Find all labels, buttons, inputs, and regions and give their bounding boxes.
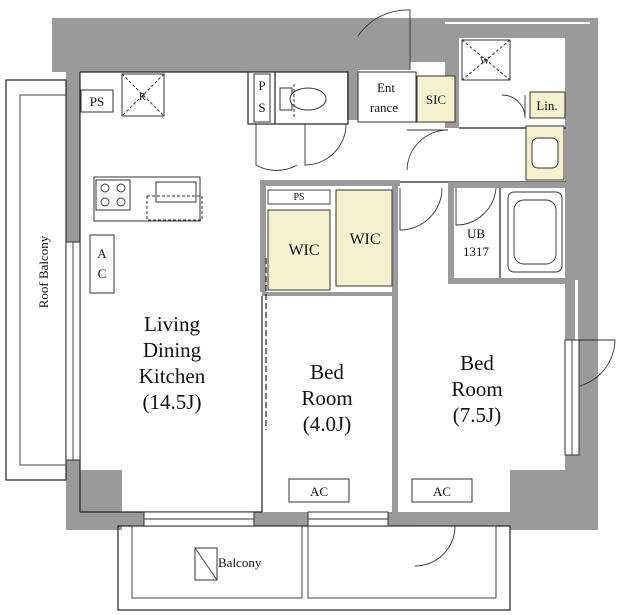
ldk-label-4: (14.5J) [143,390,202,414]
room-labels: Living Dining Kitchen (14.5J) Bed Room (… [139,312,503,436]
ac-bed2-label: AC [433,484,451,499]
sink-icon [155,181,197,203]
fridge-label: R [139,92,146,103]
wic1-label: WIC [288,242,319,259]
balcony-label: Balcony [218,555,262,570]
entrance-label-2: rance [370,100,398,115]
top-left-wall [52,22,118,72]
lin-door [501,94,526,119]
bed2-label-3: (7.5J) [453,403,501,427]
left-bottom-block [66,470,122,530]
ub-label-2: 1317 [463,244,490,259]
ps-box-toilet [253,73,271,123]
lin-label: Lin. [536,98,557,113]
ac-ldk-label-2: C [98,266,107,281]
balcony: Balcony [117,525,511,611]
ac-box-bed1 [288,478,350,503]
toilet-icon [289,87,327,111]
entrance-label-1: Ent [377,80,395,95]
entrance-box [357,71,417,123]
ps-toilet-label-1: P [258,78,265,93]
right-corner-block [510,470,580,530]
utility-boxes: PS P S A C AC AC [80,73,473,503]
bathroom: UB 1317 [463,191,563,273]
wash-door [406,129,449,171]
bed2-label-2: Room [451,377,502,401]
ps-box-left [80,89,114,113]
bed2-door [399,187,443,231]
ac-bed1-label: AC [310,484,328,499]
stove-icon [95,179,131,211]
bath-door [455,187,497,226]
ac-box-bed2 [411,478,473,503]
wic2 [335,189,393,287]
left-wall-upper [66,72,80,242]
balcony-inner-right [307,525,497,599]
ldk-label-2: Dining [143,338,202,362]
ps-toilet-label-2: S [258,100,265,115]
bed2-label-1: Bed [460,351,494,375]
wic2-label: WIC [349,231,380,248]
roof-balcony: Roof Balcony [5,79,67,481]
ps-wic-label: PS [293,192,304,203]
wic1 [267,209,331,291]
sic-label: SIC [426,92,446,107]
partitions [79,71,566,514]
ub-label-1: UB [467,226,485,241]
ps-left-label: PS [90,94,104,109]
ldk-label-3: Kitchen [139,364,206,388]
right-wall [565,24,590,280]
toilet-room [247,71,349,125]
kitchen: R [93,73,203,222]
linen-closet [529,91,566,119]
washer-label: W [480,56,490,67]
walk-in-closets: PS WIC WIC [267,189,393,291]
windows [65,241,580,527]
entrance-wall-left [347,70,358,120]
ac-ldk-label-1: A [97,246,107,261]
fridge-icon [121,73,165,117]
sic-closet [416,75,456,123]
toilet [279,84,327,118]
ldk-label-1: Living [144,312,200,336]
toilet-door [304,123,347,166]
bed1-label-2: Room [301,386,352,410]
entrance-area: Ent rance SIC [357,71,456,123]
top-right-wall [445,24,590,38]
right-lower-wall [565,280,575,340]
top-wall [118,58,358,72]
balcony-outline [117,525,511,611]
roof-balcony-label: Roof Balcony [36,235,51,308]
entrance-door [357,9,411,70]
ldk-door [255,124,298,171]
washroom: W Lin. [461,39,566,181]
bathtub-icon [507,191,563,273]
ac-box-ldk [89,234,115,294]
bed1-label-1: Bed [310,360,344,384]
balcony-door [414,525,456,567]
bed1-label-3: (4.0J) [303,412,351,436]
